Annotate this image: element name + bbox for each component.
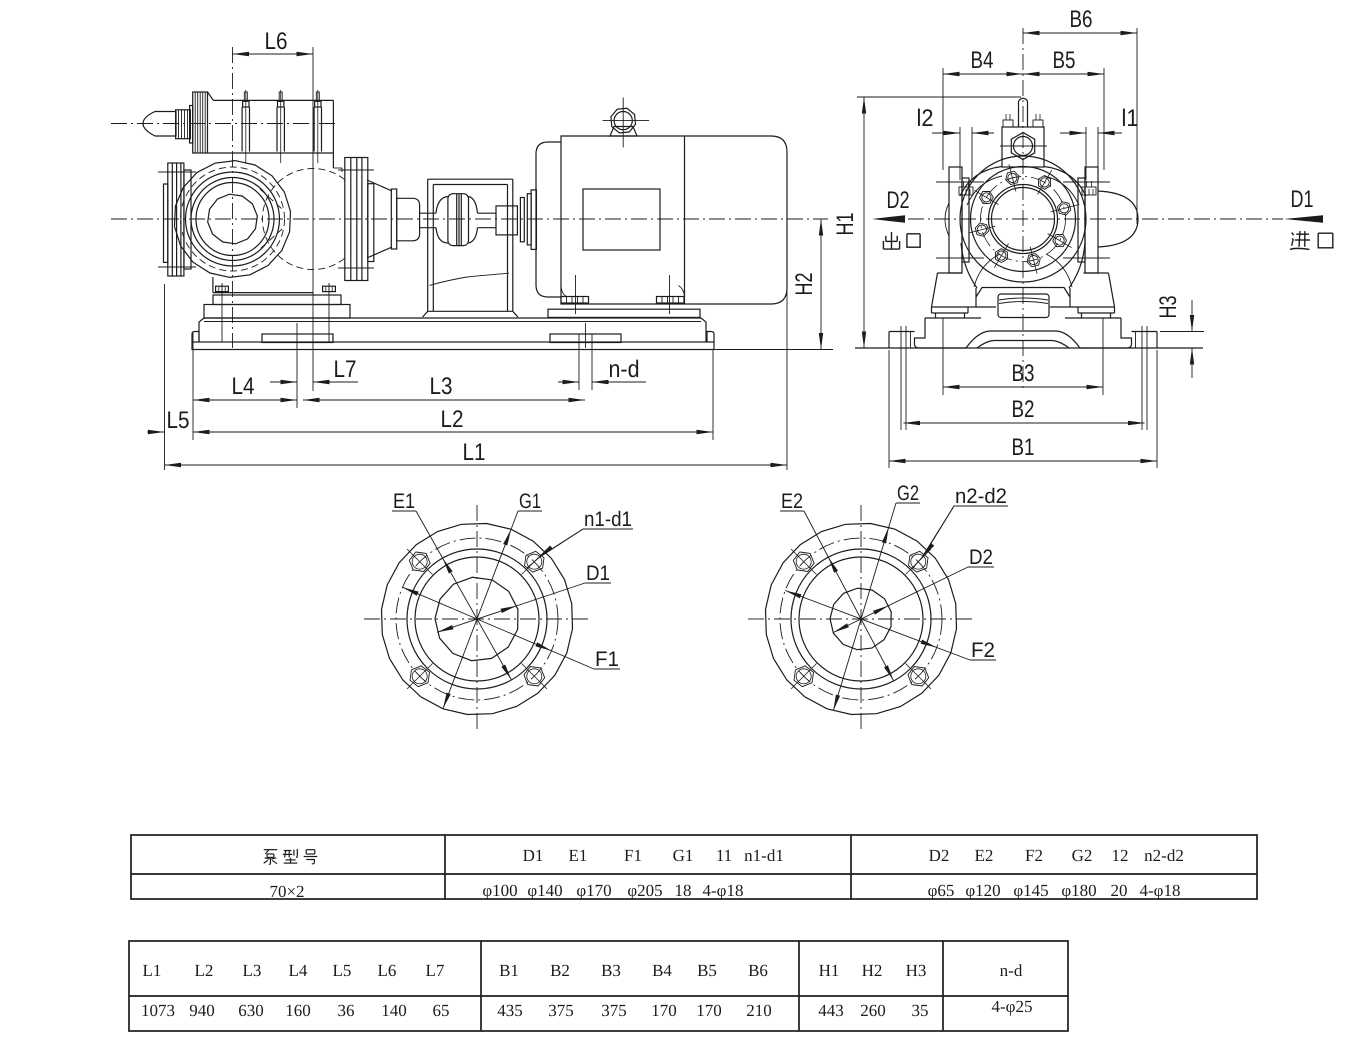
svg-text:630: 630 <box>238 1001 264 1020</box>
svg-text:B4: B4 <box>652 961 672 980</box>
svg-text:L7: L7 <box>426 961 445 980</box>
svg-text:n-d: n-d <box>1000 961 1023 980</box>
svg-text:36: 36 <box>338 1001 355 1020</box>
svg-text:B5: B5 <box>1053 47 1076 74</box>
svg-text:4-φ25: 4-φ25 <box>992 997 1033 1016</box>
svg-text:170: 170 <box>696 1001 722 1020</box>
svg-text:1073: 1073 <box>141 1001 175 1020</box>
svg-text:B3: B3 <box>1012 360 1035 387</box>
svg-text:65: 65 <box>433 1001 450 1020</box>
svg-text:L4: L4 <box>232 373 255 400</box>
svg-text:H3: H3 <box>1155 296 1182 319</box>
svg-text:D2: D2 <box>887 187 910 214</box>
svg-text:B1: B1 <box>1012 434 1035 461</box>
svg-text:B2: B2 <box>550 961 570 980</box>
svg-text:n2-d2: n2-d2 <box>955 485 1007 508</box>
svg-text:φ140: φ140 <box>527 881 562 900</box>
svg-text:φ100: φ100 <box>482 881 517 900</box>
svg-text:140: 140 <box>381 1001 407 1020</box>
svg-text:F1: F1 <box>595 648 619 671</box>
svg-text:n1-d1: n1-d1 <box>744 846 784 865</box>
svg-text:E1: E1 <box>393 490 415 513</box>
svg-text:φ205: φ205 <box>627 881 662 900</box>
svg-text:φ180: φ180 <box>1061 881 1096 900</box>
svg-text:F1: F1 <box>624 846 642 865</box>
svg-text:L6: L6 <box>378 961 397 980</box>
svg-text:12: 12 <box>1112 846 1129 865</box>
svg-text:H2: H2 <box>791 273 818 296</box>
svg-text:L3: L3 <box>430 373 453 400</box>
svg-text:D2: D2 <box>969 546 993 569</box>
svg-text:B1: B1 <box>499 961 519 980</box>
svg-text:B6: B6 <box>1070 6 1093 33</box>
svg-text:n1-d1: n1-d1 <box>584 508 632 531</box>
svg-text:n-d: n-d <box>609 356 640 383</box>
svg-text:H2: H2 <box>862 961 883 980</box>
svg-text:l1: l1 <box>1122 105 1139 132</box>
svg-text:L5: L5 <box>333 961 352 980</box>
svg-text:B3: B3 <box>601 961 621 980</box>
svg-text:D1: D1 <box>586 562 610 585</box>
svg-text:B4: B4 <box>971 47 994 74</box>
svg-text:H1: H1 <box>819 961 840 980</box>
svg-text:L2: L2 <box>441 406 464 433</box>
svg-text:G1: G1 <box>519 490 541 513</box>
svg-text:L5: L5 <box>167 407 190 434</box>
svg-text:20: 20 <box>1111 881 1128 900</box>
svg-text:H1: H1 <box>832 213 859 236</box>
svg-text:L2: L2 <box>195 961 214 980</box>
svg-text:375: 375 <box>601 1001 627 1020</box>
svg-text:L4: L4 <box>289 961 308 980</box>
svg-text:E2: E2 <box>781 490 803 513</box>
svg-text:435: 435 <box>497 1001 523 1020</box>
svg-text:210: 210 <box>746 1001 772 1020</box>
svg-text:4-φ18: 4-φ18 <box>1140 881 1181 900</box>
svg-text:160: 160 <box>285 1001 311 1020</box>
svg-text:F2: F2 <box>971 639 995 662</box>
svg-text:L1: L1 <box>143 961 162 980</box>
svg-text:B6: B6 <box>748 961 768 980</box>
svg-text:L3: L3 <box>243 961 262 980</box>
svg-text:940: 940 <box>189 1001 215 1020</box>
svg-text:E2: E2 <box>975 846 994 865</box>
svg-text:260: 260 <box>860 1001 886 1020</box>
svg-text:70×2: 70×2 <box>269 882 304 901</box>
svg-text:443: 443 <box>818 1001 844 1020</box>
svg-text:L1: L1 <box>463 439 486 466</box>
svg-text:φ65: φ65 <box>928 881 955 900</box>
svg-text:F2: F2 <box>1025 846 1043 865</box>
svg-text:D2: D2 <box>929 846 950 865</box>
svg-text:18: 18 <box>675 881 692 900</box>
svg-text:L6: L6 <box>265 28 288 55</box>
svg-text:375: 375 <box>548 1001 574 1020</box>
svg-text:φ120: φ120 <box>965 881 1000 900</box>
svg-text:G1: G1 <box>673 846 694 865</box>
svg-text:φ170: φ170 <box>576 881 611 900</box>
svg-text:4-φ18: 4-φ18 <box>703 881 744 900</box>
svg-text:D1: D1 <box>1291 186 1314 213</box>
svg-text:11: 11 <box>716 846 732 865</box>
svg-text:G2: G2 <box>1072 846 1093 865</box>
svg-text:D1: D1 <box>523 846 544 865</box>
svg-text:L7: L7 <box>334 356 357 383</box>
svg-text:E1: E1 <box>569 846 588 865</box>
svg-text:B2: B2 <box>1012 396 1035 423</box>
svg-text:n2-d2: n2-d2 <box>1144 846 1184 865</box>
svg-text:B5: B5 <box>697 961 717 980</box>
svg-text:φ145: φ145 <box>1013 881 1048 900</box>
svg-text:G2: G2 <box>897 482 919 505</box>
svg-text:l2: l2 <box>917 105 934 132</box>
svg-text:H3: H3 <box>906 961 927 980</box>
svg-text:170: 170 <box>651 1001 677 1020</box>
svg-text:35: 35 <box>912 1001 929 1020</box>
